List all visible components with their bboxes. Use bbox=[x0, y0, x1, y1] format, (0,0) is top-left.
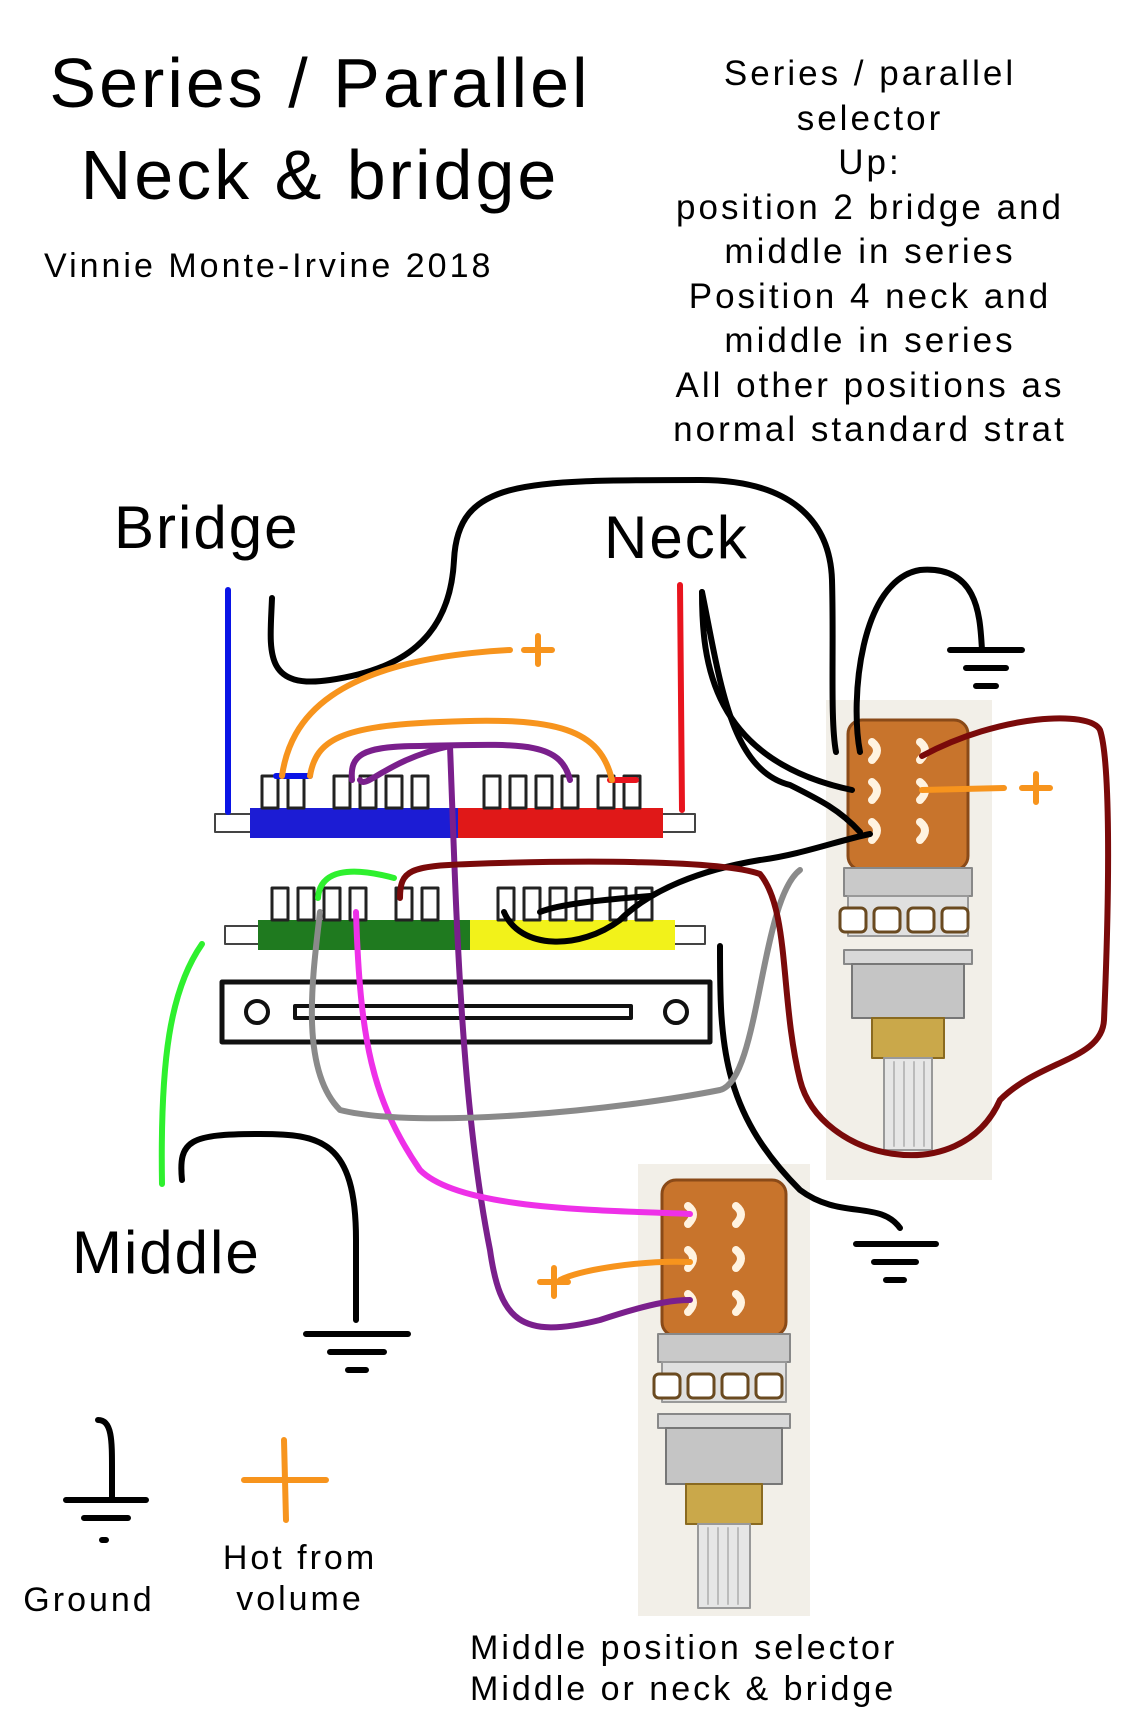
hot-plus-1 bbox=[521, 633, 555, 667]
ground-icon bbox=[63, 1417, 149, 1543]
note-line: middle in series bbox=[724, 321, 1016, 360]
footer-line-2: Middle or neck & bridge bbox=[470, 1670, 897, 1708]
hot-legend-label-1: Hot from bbox=[222, 1539, 378, 1577]
green-jumper bbox=[315, 868, 397, 901]
middle-hot-wire bbox=[158, 941, 205, 1187]
hot-wire-pot bbox=[919, 785, 1007, 793]
note-line: normal standard strat bbox=[673, 410, 1067, 449]
note-line: selector bbox=[796, 98, 944, 138]
note-line: All other positions as bbox=[675, 365, 1065, 405]
note-line: Position 4 neck and bbox=[688, 276, 1052, 316]
title-line-1: Series / Parallel bbox=[49, 44, 591, 122]
hot-wire-1 bbox=[279, 647, 513, 779]
selector-notes: Series / parallel selector Up: position … bbox=[620, 52, 1120, 453]
neck-hot-wire bbox=[677, 582, 685, 813]
note-line: Up: bbox=[838, 143, 902, 182]
middle-position-pot bbox=[638, 1164, 810, 1616]
hot-plus-2 bbox=[1019, 771, 1053, 805]
hot-wire-2 bbox=[307, 717, 615, 783]
switch-black-jumper bbox=[537, 893, 653, 915]
ground-symbol-right bbox=[853, 1241, 939, 1283]
bridge-ground-wire bbox=[267, 477, 839, 755]
series-parallel-pot bbox=[826, 700, 992, 1180]
maroon-wire bbox=[397, 715, 1112, 1159]
hot-legend-label-2: volume bbox=[236, 1580, 364, 1618]
title-line-2: Neck & bridge bbox=[80, 136, 560, 214]
pot-ground-wire bbox=[853, 566, 985, 755]
note-line: Series / parallel bbox=[723, 54, 1017, 93]
credit: Vinnie Monte-Irvine 2018 bbox=[44, 247, 494, 285]
purple-wire-2 bbox=[357, 743, 693, 1331]
middle-ground-wire bbox=[178, 1131, 359, 1323]
note-line: middle in series bbox=[724, 232, 1016, 271]
pot-lower-ground-wire bbox=[717, 943, 903, 1231]
hot-icon bbox=[241, 1437, 329, 1523]
bridge-label: Bridge bbox=[114, 494, 300, 561]
hot-plus-3 bbox=[537, 1265, 571, 1299]
footer-line-1: Middle position selector bbox=[470, 1629, 898, 1667]
gray-wire bbox=[308, 867, 803, 1122]
ground-symbol-top bbox=[947, 647, 1025, 689]
middle-label: Middle bbox=[72, 1219, 261, 1286]
lower-switch bbox=[219, 886, 713, 1045]
neck-ground-wire bbox=[699, 589, 863, 835]
note-line: position 2 bridge and bbox=[676, 187, 1064, 227]
switch-black-wire bbox=[501, 831, 873, 945]
ground-legend-label: Ground bbox=[23, 1581, 155, 1619]
magenta-wire bbox=[353, 909, 693, 1217]
neck-label: Neck bbox=[604, 504, 749, 571]
hot-wire-middle-pot bbox=[557, 1258, 693, 1283]
ground-symbol-middle bbox=[303, 1331, 411, 1373]
